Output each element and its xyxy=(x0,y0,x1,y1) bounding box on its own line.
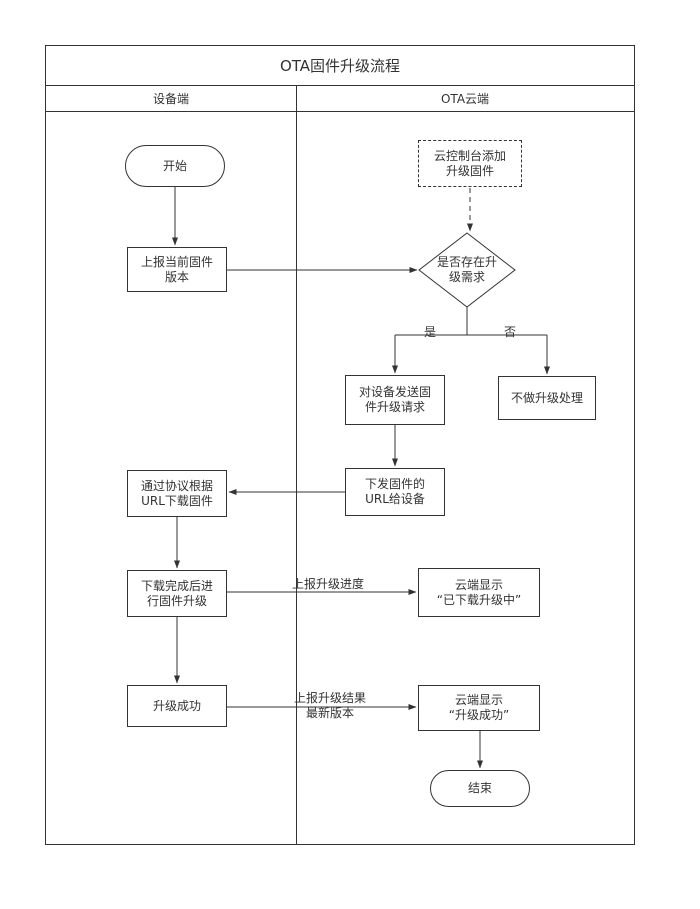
edge-label-report-progress: 上报升级进度 xyxy=(291,577,364,591)
node-send-url: 下发固件的 URL给设备 xyxy=(345,468,445,516)
node-start: 开始 xyxy=(125,145,225,187)
node-report-version: 上报当前固件 版本 xyxy=(127,247,227,292)
node-console-add-firmware: 云控制台添加 升级固件 xyxy=(418,140,522,187)
lane-headers: 设备端 OTA云端 xyxy=(46,86,634,112)
edge-label-report-result: 上报升级结果 最新版本 xyxy=(293,691,366,720)
edge-label-no: 否 xyxy=(503,324,516,339)
lane-header-cloud: OTA云端 xyxy=(440,92,490,106)
node-upgrade-success: 升级成功 xyxy=(127,685,227,727)
node-send-upgrade-request: 对设备发送固 件升级请求 xyxy=(345,375,445,425)
lane-header-device: 设备端 xyxy=(152,92,189,106)
node-end: 结束 xyxy=(430,770,530,807)
node-download-firmware: 通过协议根据 URL下载固件 xyxy=(127,470,227,517)
edge-label-yes: 是 xyxy=(423,324,436,339)
node-cloud-show-success: 云端显示 “升级成功” xyxy=(418,685,540,731)
node-perform-upgrade: 下载完成后进 行固件升级 xyxy=(127,570,227,617)
diagram-title: OTA固件升级流程 xyxy=(46,46,634,86)
node-decision-upgrade-needed: 是否存在升 级需求 xyxy=(436,255,497,284)
lane-divider xyxy=(296,86,297,844)
node-cloud-show-downloading: 云端显示 “已下载升级中” xyxy=(418,568,540,617)
node-no-upgrade: 不做升级处理 xyxy=(498,376,596,420)
